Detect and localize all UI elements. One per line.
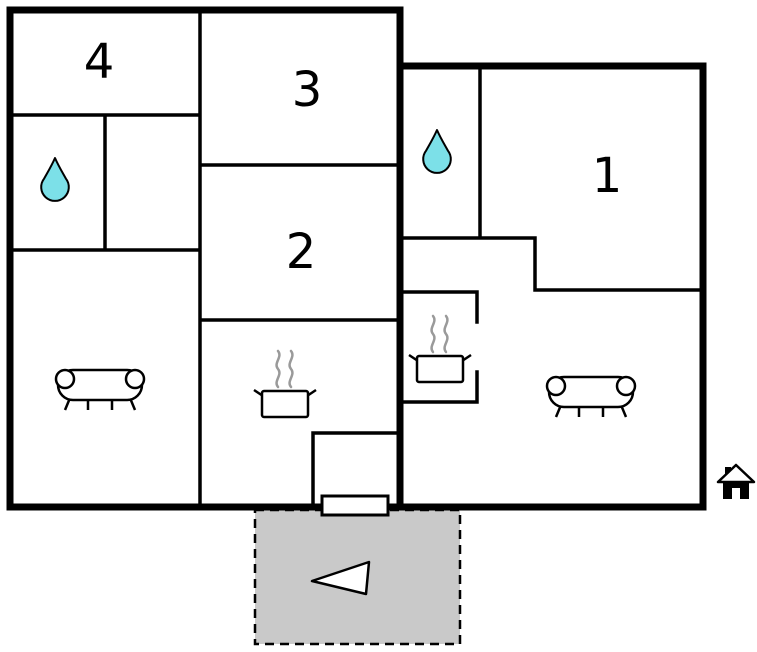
room-label-2: 2 (286, 224, 317, 280)
room-label-1: 1 (592, 148, 623, 204)
room-label-3: 3 (292, 62, 323, 118)
house-roof (716, 463, 756, 484)
interior-walls-left (8, 8, 402, 509)
house-icon (716, 463, 756, 499)
building-right-outline (396, 62, 707, 511)
interior-walls-right (398, 64, 705, 292)
kitchen-nook-walls (398, 290, 479, 404)
entrance-door (320, 494, 390, 517)
house-door (732, 488, 740, 499)
direction-arrow-icon (310, 560, 371, 596)
building-left-outline (6, 6, 404, 511)
vestibule-walls (311, 431, 402, 509)
room-label-4: 4 (84, 34, 115, 90)
